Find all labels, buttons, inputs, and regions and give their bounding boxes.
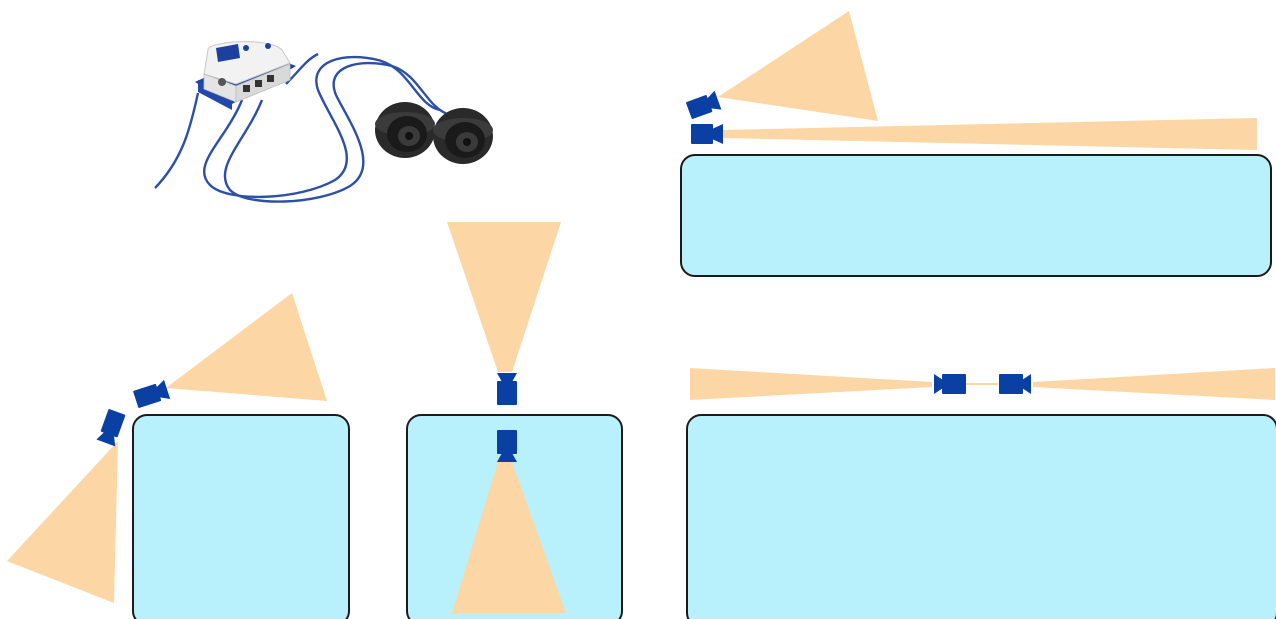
camera-icon <box>133 379 171 408</box>
layout-wall-front-back <box>406 222 623 619</box>
field-of-view-cone <box>722 118 1257 150</box>
field-of-view-cone <box>690 368 932 400</box>
camera-icon <box>691 124 723 144</box>
layout-rooftop-both-directions <box>686 368 1276 619</box>
base-unit <box>195 41 296 110</box>
camera-icon <box>999 374 1031 394</box>
field-of-view-cone <box>447 222 561 372</box>
layout-roof-edge-wide-long <box>680 11 1272 277</box>
field-of-view-cone <box>7 441 118 603</box>
building-outline <box>686 414 1276 619</box>
field-of-view-cone <box>166 293 327 401</box>
camera-icon <box>497 373 517 405</box>
camera-icon <box>686 90 722 119</box>
field-of-view-cone <box>452 462 566 613</box>
field-of-view-cone <box>1033 368 1275 400</box>
building-outline <box>680 154 1272 277</box>
camera-icon <box>934 374 966 394</box>
layout-corner-outside <box>7 293 350 619</box>
sensor-module-left <box>375 102 435 158</box>
sensor-module-right <box>433 108 493 164</box>
camera-icon <box>497 430 517 462</box>
camera-icon <box>96 409 126 447</box>
building-outline <box>132 414 350 619</box>
product-photo <box>154 41 493 203</box>
field-of-view-cone <box>718 11 878 121</box>
